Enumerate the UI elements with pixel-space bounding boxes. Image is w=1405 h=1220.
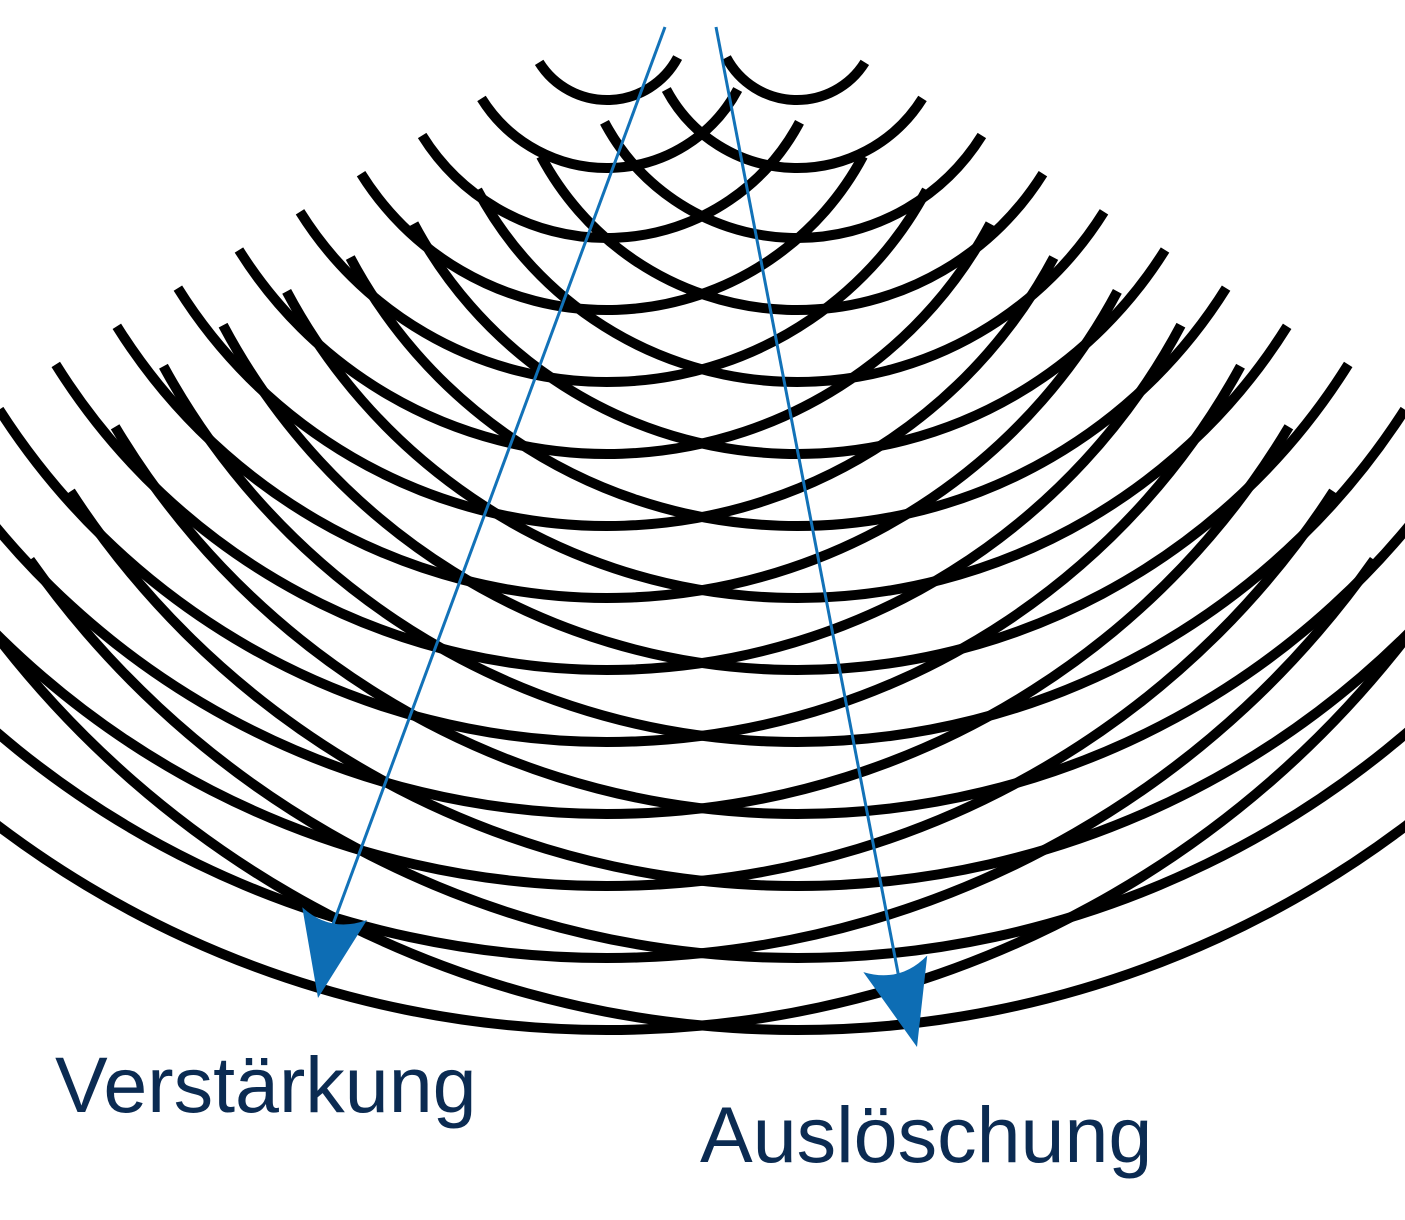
label-destructive-interference: Auslöschung bbox=[700, 1090, 1152, 1179]
destructive-ray-line bbox=[714, 26, 901, 979]
constructive-ray-line bbox=[330, 26, 667, 928]
destructive-ray-arrowhead-icon bbox=[863, 955, 928, 1047]
wavefront-arc bbox=[0, 363, 1245, 747]
wavefront-arc bbox=[110, 424, 1405, 819]
wavefront-arc bbox=[112, 288, 1122, 603]
wavefront-group-right-source bbox=[0, 55, 1405, 1035]
wavefront-arc bbox=[0, 632, 1405, 1035]
wavefront-arc bbox=[0, 630, 1405, 1035]
wavefront-arc bbox=[661, 87, 927, 173]
wavefront-arc bbox=[417, 119, 804, 243]
wavefront-group-left-source bbox=[0, 55, 1405, 1035]
wavefront-arc bbox=[721, 55, 870, 105]
label-constructive-interference: Verstärkung bbox=[55, 1040, 477, 1129]
wavefront-arc bbox=[409, 221, 1170, 459]
wavefront-arc bbox=[0, 424, 1294, 819]
wavefront-arc bbox=[345, 255, 1231, 531]
wavefront-arc bbox=[159, 363, 1405, 747]
wavefront-arc bbox=[173, 255, 1059, 531]
wavefront-arc bbox=[218, 322, 1353, 675]
wavefront-arc bbox=[600, 119, 987, 243]
wavefront-arc bbox=[0, 488, 1338, 891]
wavefront-arc bbox=[66, 488, 1405, 891]
wavefront-arc bbox=[25, 557, 1405, 963]
wavefront-arc bbox=[534, 55, 683, 105]
wavefront-arc bbox=[51, 322, 1186, 675]
wavefront-arc bbox=[0, 557, 1379, 963]
wavefront-arc bbox=[282, 288, 1292, 603]
constructive-ray-arrowhead-icon bbox=[302, 907, 368, 998]
annotation-ray-group bbox=[302, 26, 928, 1047]
wavefront-arc bbox=[536, 153, 1048, 315]
